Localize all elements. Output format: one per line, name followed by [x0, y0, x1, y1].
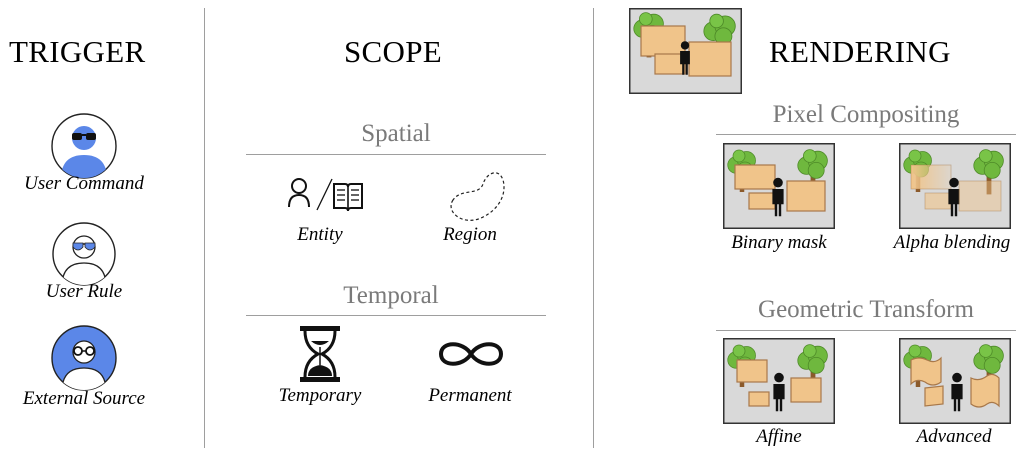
alpha-blending-label: Alpha blending — [893, 232, 1011, 253]
trigger-title: TRIGGER — [9, 34, 146, 69]
advanced-label: Advanced — [916, 426, 992, 447]
external-source-label: External Source — [22, 388, 146, 409]
user-with-glasses-icon — [51, 113, 117, 179]
divider-right — [593, 8, 594, 448]
binary-mask-scene-icon — [723, 143, 835, 229]
geometric-transform-title: Geometric Transform — [758, 296, 974, 323]
region-label: Region — [443, 224, 497, 245]
infinity-icon — [437, 337, 505, 371]
affine-label: Affine — [756, 426, 802, 447]
user-command-label: User Command — [24, 173, 144, 194]
hourglass-icon — [299, 325, 341, 383]
rendering-title: RENDERING — [769, 34, 951, 69]
rendering-scene-icon — [629, 8, 742, 94]
geometric-transform-underline — [716, 330, 1016, 331]
user-rule-label: User Rule — [45, 281, 123, 302]
binary-mask-label: Binary mask — [731, 232, 827, 253]
entity-label: Entity — [297, 224, 343, 245]
scope-title: SCOPE — [344, 34, 442, 69]
pixel-compositing-underline — [716, 134, 1016, 135]
temporal-title: Temporal — [343, 282, 439, 309]
temporary-label: Temporary — [278, 385, 362, 406]
divider-left — [204, 8, 205, 448]
dashed-region-icon — [443, 170, 507, 224]
user-with-sunglasses-icon — [52, 222, 116, 286]
spatial-underline — [246, 154, 546, 155]
advanced-scene-icon — [899, 338, 1011, 424]
external-user-icon — [51, 325, 117, 391]
pixel-compositing-title: Pixel Compositing — [772, 101, 960, 128]
alpha-blending-scene-icon — [899, 143, 1011, 229]
person-book-icon — [288, 176, 364, 214]
spatial-title: Spatial — [361, 120, 431, 147]
affine-scene-icon — [723, 338, 835, 424]
permanent-label: Permanent — [428, 385, 512, 406]
temporal-underline — [246, 315, 546, 316]
